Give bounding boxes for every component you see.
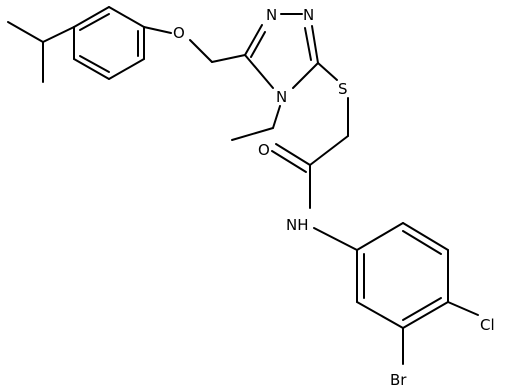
bond-double-inner xyxy=(402,230,442,255)
bond-double-inner xyxy=(250,31,266,58)
sulfur-label: S xyxy=(338,80,348,98)
bond xyxy=(272,105,281,129)
bond xyxy=(108,58,145,80)
bond xyxy=(244,24,263,56)
bond xyxy=(42,26,75,43)
bond xyxy=(356,301,404,329)
bond xyxy=(244,54,274,89)
triazole-ring: N N N xyxy=(244,6,319,106)
bond xyxy=(313,227,358,251)
bond xyxy=(275,143,311,166)
ether-linker: O xyxy=(143,24,246,63)
carbonyl-oxygen-label: O xyxy=(258,141,270,159)
triazole-nitrogen-1-label: N xyxy=(266,6,277,24)
bond xyxy=(231,127,274,141)
bond xyxy=(143,26,172,34)
halophenyl-ring xyxy=(356,222,449,329)
bond xyxy=(356,222,404,251)
bond xyxy=(292,62,319,89)
isopropyl-group xyxy=(7,21,75,83)
bond-double xyxy=(271,150,307,173)
bond xyxy=(73,58,110,80)
phenoxy-benzene-ring xyxy=(73,6,145,80)
bond xyxy=(309,135,349,166)
halogen-substituents: Cl Br xyxy=(390,301,495,388)
bromine-label: Br xyxy=(390,371,407,388)
bond xyxy=(402,222,449,251)
triazole-nitrogen-2-label: N xyxy=(303,6,314,24)
bond xyxy=(317,62,338,81)
bond xyxy=(7,21,44,43)
bond xyxy=(189,39,213,63)
bond xyxy=(73,6,110,28)
bond xyxy=(211,54,246,63)
bond-double-inner xyxy=(79,13,110,31)
bond xyxy=(402,301,449,329)
thioether-linker: S xyxy=(309,62,349,166)
triazole-nitrogen-4-label: N xyxy=(276,88,287,106)
amide-group: O NH xyxy=(258,141,358,251)
bond xyxy=(311,25,319,64)
ether-oxygen-label: O xyxy=(173,24,185,42)
bond-double-inner xyxy=(79,55,110,73)
bond-double-inner xyxy=(402,297,442,321)
ethyl-group xyxy=(231,105,281,141)
chlorine-label: Cl xyxy=(480,316,495,334)
bond xyxy=(108,6,145,28)
bond xyxy=(447,301,479,316)
bond-double-inner xyxy=(304,27,312,61)
amide-nh-label: NH xyxy=(286,216,309,234)
